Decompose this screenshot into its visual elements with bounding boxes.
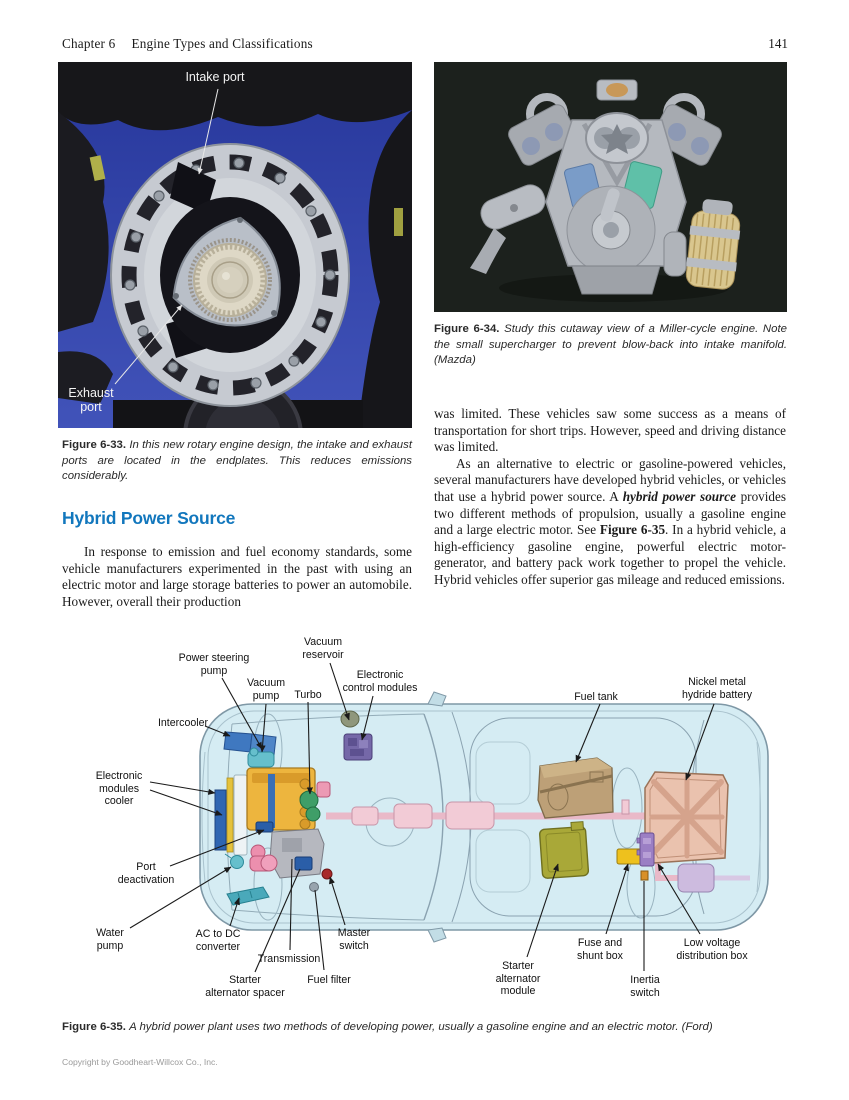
figure-6-35-text: A hybrid power plant uses two methods of… — [129, 1021, 713, 1033]
body-paragraph: As an alternative to electric or gasolin… — [434, 456, 786, 589]
chapter-label: Chapter 6 — [62, 36, 116, 51]
copyright-notice: Copyright by Goodheart-Willcox Co., Inc. — [62, 1057, 218, 1067]
paragraph-segment: As an alternative to electric or gasolin… — [434, 455, 786, 504]
rear-components — [537, 757, 729, 881]
exhaust-port-label: Exhaust port — [68, 386, 114, 415]
hybrid-vehicle-diagram: Power steering pump Vacuum reservoir Vac… — [0, 632, 849, 1022]
figure-6-33-label: Figure 6-33. — [62, 439, 127, 451]
figure-6-34-caption: Figure 6-34. Study this cutaway view of … — [434, 322, 787, 369]
engine-bay-components — [214, 710, 373, 906]
intake-port-label: Intake port — [185, 70, 245, 84]
housing-bolts — [124, 157, 336, 391]
label-leader-lines — [129, 662, 715, 973]
diagram-label-water-pump: Water pump — [96, 927, 124, 952]
diagram-label-nickel-metal-hydride-battery: Nickel metal hydride battery — [681, 676, 753, 701]
figure-6-34-text: Study this cutaway view of a Miller-cycl… — [434, 323, 787, 367]
diagram-label-turbo: Turbo — [294, 689, 322, 701]
rotary-engine-artwork — [58, 62, 412, 428]
figure-6-35-label: Figure 6-35. — [62, 1021, 126, 1033]
paragraph-segment: . In a hybrid vehicle, a high-efficiency… — [434, 522, 786, 587]
diagram-label-inertia-switch: Inertia switch — [630, 974, 660, 999]
page-header: Chapter 6 Engine Types and Classification… — [62, 36, 313, 52]
page-number: 141 — [768, 36, 788, 51]
diagram-label-electronic-modules-cooler: Electronic modules cooler — [95, 770, 143, 808]
right-column-text: was limited. These vehicles saw some suc… — [434, 406, 786, 589]
diagram-label-power-steering-pump: Power steering pump — [178, 652, 250, 677]
figure-6-34-photo — [434, 62, 787, 312]
figure-6-33-text: In this new rotary engine design, the in… — [62, 439, 412, 483]
diagram-label-vacuum-pump: Vacuum pump — [246, 677, 286, 702]
diagram-label-transmission: Transmission — [257, 953, 321, 965]
figure-6-33-photo: Intake port Exhaust port — [58, 62, 412, 428]
diagram-label-port-deactivation: Port deactivation — [117, 861, 175, 886]
diagram-label-low-voltage-distribution-box: Low voltage distribution box — [676, 937, 748, 962]
diagram-label-fuel-tank: Fuel tank — [574, 691, 618, 703]
paragraph-segment: provides two different methods of propul… — [434, 488, 787, 538]
diagram-label-ac-to-dc-converter: AC to DC converter — [195, 928, 241, 953]
figure-6-34-label: Figure 6-34. — [434, 323, 500, 335]
figure-6-35-caption: Figure 6-35. A hybrid power plant uses t… — [62, 1020, 802, 1036]
diagram-label-fuel-filter: Fuel filter — [307, 974, 351, 986]
diagram-label-starter-alternator-spacer: Starter alternator spacer — [205, 974, 285, 999]
diagram-label-master-switch: Master switch — [337, 927, 371, 952]
diagram-label-electronic-control-modules: Electronic control modules — [342, 669, 418, 694]
body-paragraph: In response to emission and fuel economy… — [62, 544, 412, 609]
diagram-label-vacuum-reservoir: Vacuum reservoir — [302, 636, 344, 661]
intake-port-arrow — [197, 88, 219, 175]
body-paragraph: was limited. These vehicles saw some suc… — [434, 406, 786, 455]
chapter-title: Engine Types and Classifications — [131, 36, 313, 51]
hybrid-diagram-artwork — [129, 662, 769, 973]
diagram-label-intercooler: Intercooler — [157, 717, 209, 729]
diagram-label-fuse-and-shunt-box: Fuse and shunt box — [577, 937, 623, 962]
exhaust-port-arrow — [114, 304, 183, 385]
diagram-label-starter-alternator-module: Starter alternator module — [495, 960, 541, 998]
figure-6-33-caption: Figure 6-33. In this new rotary engine d… — [62, 438, 412, 485]
figure-reference: Figure 6-35 — [599, 522, 666, 538]
key-term: hybrid power source — [622, 488, 736, 504]
section-heading-hybrid-power-source: Hybrid Power Source — [62, 508, 236, 528]
miller-engine-artwork — [434, 62, 787, 312]
left-column-text: In response to emission and fuel economy… — [62, 544, 412, 610]
